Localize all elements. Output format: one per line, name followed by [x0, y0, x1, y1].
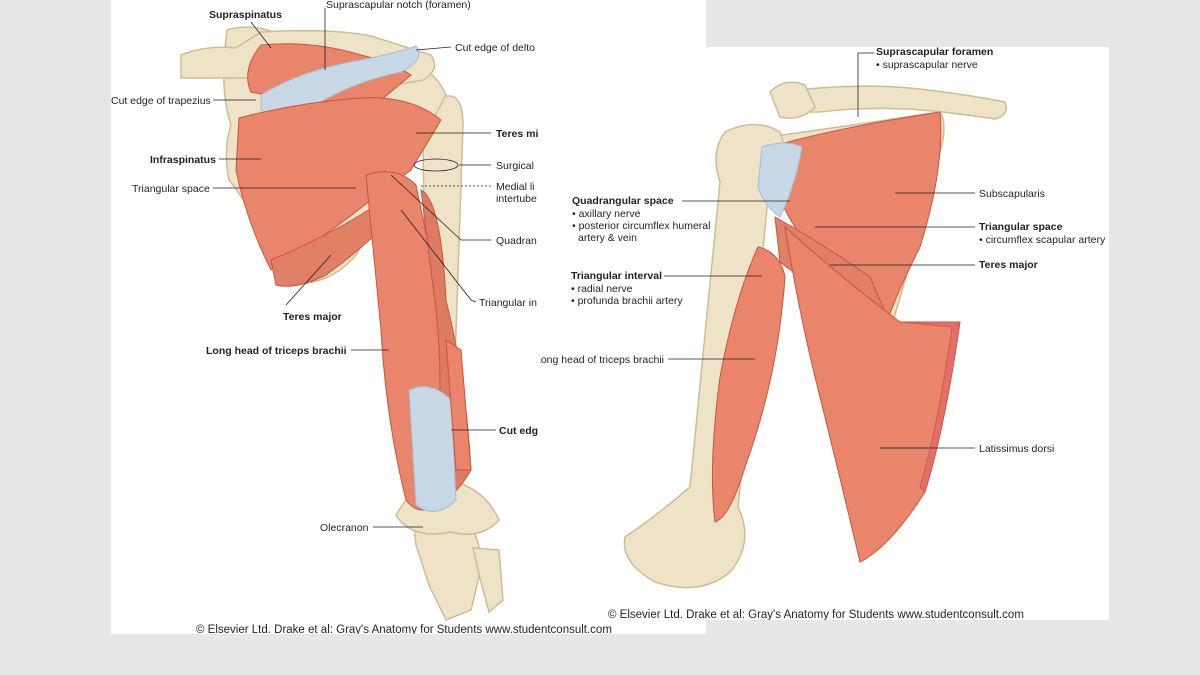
label-cut-edge-trapezius: Cut edge of trapezius: [111, 95, 211, 107]
label-quadrangular-space-item3: artery & vein: [578, 232, 637, 244]
label-triangular-interval: Triangular in: [479, 297, 537, 309]
anterior-leader-lines: [664, 52, 975, 449]
label-infraspinatus: Infraspinatus: [150, 154, 216, 166]
label-triangular-interval-item2: • profunda brachii artery: [571, 295, 683, 307]
label-triangular-space-item: • circumflex scapular artery: [979, 234, 1106, 246]
label-supraspinatus: Supraspinatus: [209, 9, 282, 21]
label-medial-lip-1: Medial li: [496, 181, 535, 193]
posterior-view-illustration: Supraspinatus Suprascapular notch (foram…: [111, 0, 612, 634]
label-suprascapular-notch: Suprascapular notch (foramen): [326, 0, 471, 11]
label-quadrangular-space-item2: • posterior circumflex humeral: [572, 220, 710, 232]
posterior-copyright: © Elsevier Ltd. Drake et al: Gray's Anat…: [196, 624, 612, 634]
label-cut-edge-deltoid: Cut edge of delto: [455, 42, 535, 54]
label-suprascapular-foramen: Suprascapular foramen: [876, 47, 993, 58]
anterior-view-panel: Suprascapular foramen • suprascapular ne…: [540, 47, 1109, 620]
label-triangular-interval: Triangular interval: [571, 270, 662, 282]
label-teres-major: Teres major: [283, 311, 342, 323]
label-teres-major: Teres major: [979, 259, 1038, 271]
anterior-view-illustration: Suprascapular foramen • suprascapular ne…: [540, 47, 1106, 620]
label-cut-edge: Cut edg: [499, 425, 538, 437]
label-triangular-space: Triangular space: [979, 221, 1063, 233]
anterior-anatomy-drawing: [623, 81, 1007, 589]
posterior-leader-lines: [213, 8, 496, 528]
label-long-head-triceps: Long head of triceps brachii: [206, 345, 347, 357]
label-quadrangular-space: Quadrangular space: [572, 195, 674, 207]
label-subscapularis: Subscapularis: [979, 188, 1045, 200]
label-triangular-interval-item1: • radial nerve: [571, 283, 633, 295]
label-quadrangular-space: Quadran: [496, 235, 537, 247]
label-latissimus-dorsi: Latissimus dorsi: [979, 443, 1054, 455]
label-suprascapular-foramen-item: • suprascapular nerve: [876, 59, 978, 71]
label-surgical-neck: Surgical: [496, 160, 534, 172]
posterior-labels: Supraspinatus Suprascapular notch (foram…: [111, 0, 538, 534]
anterior-labels: Suprascapular foramen • suprascapular ne…: [540, 47, 1106, 455]
label-triangular-space: Triangular space: [132, 183, 210, 195]
label-quadrangular-space-item1: • axillary nerve: [572, 208, 641, 220]
label-long-head-triceps: Long head of triceps brachii: [540, 354, 664, 366]
anterior-copyright: © Elsevier Ltd. Drake et al: Gray's Anat…: [608, 609, 1024, 620]
label-teres-minor: Teres mi: [496, 128, 538, 140]
label-medial-lip-2: intertube: [496, 193, 537, 205]
posterior-anatomy-drawing: [180, 26, 504, 621]
label-olecranon: Olecranon: [320, 522, 369, 534]
